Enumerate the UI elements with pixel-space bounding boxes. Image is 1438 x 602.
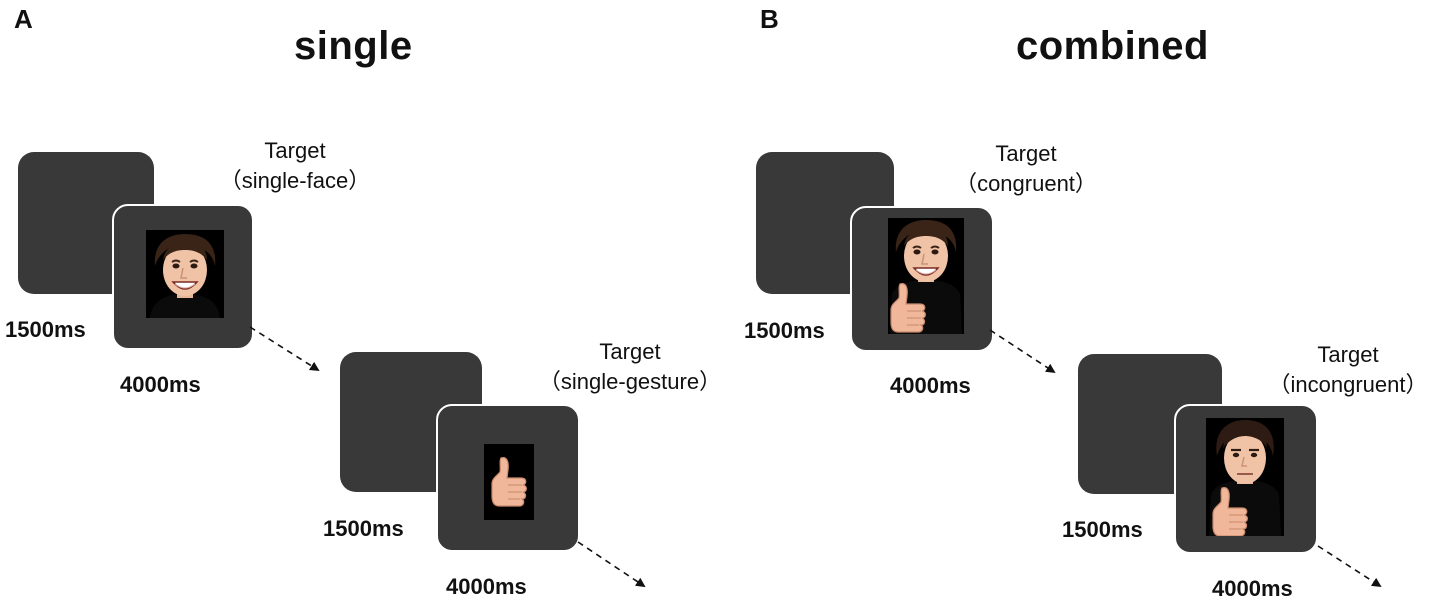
caption-condition: （single-gesture） [538,369,722,394]
panel-title-single: single [294,24,413,68]
target-screen [850,206,994,352]
fixation-duration: 1500ms [744,318,825,343]
target-screen [112,204,254,350]
panel-title-combined: combined [1016,24,1209,68]
fixation-duration: 1500ms [323,516,404,541]
caption-title: Target [1317,342,1379,367]
target-duration: 4000ms [120,372,201,397]
caption-title: Target [995,141,1057,166]
thumbs-up-photo [484,444,534,520]
caption-condition: （congruent） [955,171,1097,196]
target-duration: 4000ms [1212,576,1293,601]
panel-letter-a: A [14,4,33,34]
target-caption: Target （single-gesture） [530,337,730,397]
caption-title: Target [264,138,326,163]
target-caption: Target （single-face） [215,136,375,196]
caption-condition: （single-face） [219,168,371,193]
fixation-duration: 1500ms [5,317,86,342]
neutral-face-with-thumb-photo [1206,418,1284,536]
target-caption: Target （congruent） [946,139,1106,199]
target-duration: 4000ms [446,574,527,599]
panel-letter-b: B [760,4,779,34]
target-screen [1174,404,1318,554]
caption-title: Target [599,339,661,364]
smiling-face-photo [146,230,224,318]
caption-condition: （incongruent） [1268,372,1428,397]
target-screen [436,404,580,552]
fixation-duration: 1500ms [1062,517,1143,542]
target-duration: 4000ms [890,373,971,398]
smiling-face-with-thumb-photo [888,218,964,334]
target-caption: Target （incongruent） [1260,340,1436,400]
